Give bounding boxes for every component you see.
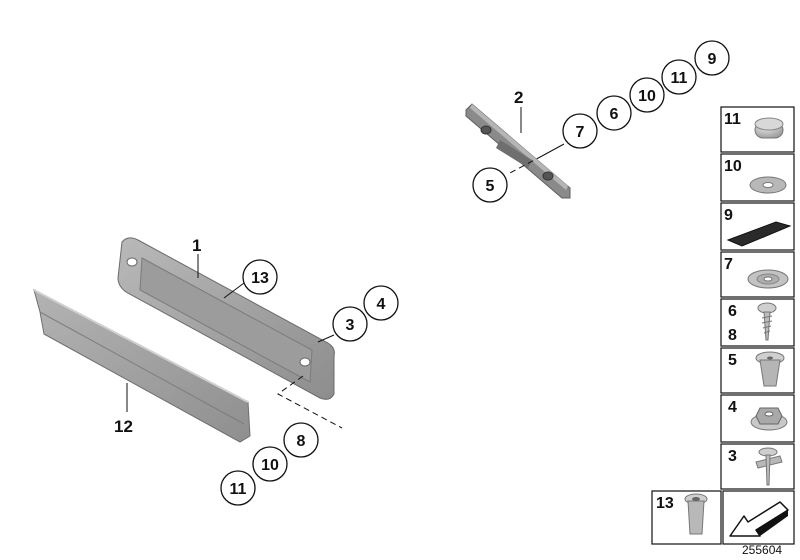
callout-6: 6 (596, 95, 632, 131)
svg-text:4: 4 (377, 296, 386, 313)
legend-cell-3[interactable]: 3 (720, 443, 795, 490)
legend-cell-6-8[interactable]: 6 8 (720, 298, 795, 347)
svg-text:3: 3 (728, 448, 737, 465)
callout-5: 5 (472, 167, 508, 203)
flat-washer-icon (747, 269, 789, 289)
svg-text:10: 10 (724, 158, 742, 175)
legend-cell-5[interactable]: 5 (720, 347, 795, 394)
direction-arrow-icon (729, 501, 789, 537)
expanding-nut-icon (755, 351, 785, 387)
svg-text:6: 6 (728, 303, 737, 320)
mounting-hole-left (126, 257, 138, 267)
foam-pad-icon (726, 221, 792, 247)
diagram-reference-number: 255604 (742, 543, 782, 557)
svg-text:5: 5 (486, 178, 495, 195)
callout-10-upper: 10 (629, 77, 665, 113)
rivet-nut-icon (684, 493, 708, 535)
callout-4: 4 (363, 285, 399, 321)
part-label-12: 12 (114, 417, 133, 436)
fastener-axis-upper (507, 155, 543, 175)
leader-line-7 (541, 143, 565, 157)
fastener-axis-lower (277, 375, 343, 429)
svg-text:11: 11 (724, 111, 741, 128)
clip-screw-icon (755, 447, 783, 486)
svg-text:9: 9 (724, 207, 733, 224)
svg-text:13: 13 (656, 495, 674, 512)
mounting-hole-right (299, 357, 311, 367)
svg-text:7: 7 (576, 124, 585, 141)
callout-8: 8 (283, 422, 319, 458)
callout-13: 13 (242, 259, 278, 295)
callout-11-lower: 11 (220, 470, 256, 506)
washer-icon (749, 176, 787, 194)
trim-strip-part-12[interactable] (33, 289, 251, 443)
hex-nut-icon (750, 407, 788, 431)
part-label-2: 2 (514, 88, 523, 107)
svg-text:4: 4 (728, 399, 737, 416)
plate-holder-part-2[interactable] (465, 103, 571, 199)
svg-text:9: 9 (708, 51, 717, 68)
legend-cell-10[interactable]: 10 (720, 153, 795, 202)
svg-text:8: 8 (728, 327, 737, 344)
callout-11-upper: 11 (661, 59, 697, 95)
callout-3: 3 (332, 306, 368, 342)
part-label-1: 1 (192, 236, 201, 255)
callout-10-lower: 10 (252, 446, 288, 482)
svg-text:10: 10 (261, 457, 279, 474)
svg-text:7: 7 (724, 256, 733, 273)
cap-icon (754, 117, 784, 139)
svg-text:10: 10 (638, 88, 656, 105)
legend-cell-13[interactable]: 13 (651, 490, 722, 545)
legend-cell-9[interactable]: 9 (720, 202, 795, 251)
self-tapping-screw-icon (757, 302, 777, 341)
leader-line-13 (223, 282, 245, 299)
svg-text:6: 6 (610, 106, 619, 123)
callout-9: 9 (694, 40, 730, 76)
legend-cell-11[interactable]: 11 (720, 106, 795, 153)
svg-text:13: 13 (251, 270, 269, 287)
leader-line-3 (317, 334, 335, 343)
legend-cell-7[interactable]: 7 (720, 251, 795, 298)
parts-legend: 11 10 9 7 (651, 106, 795, 545)
callout-7: 7 (562, 113, 598, 149)
legend-cell-4[interactable]: 4 (720, 394, 795, 443)
legend-cell-direction (722, 490, 795, 545)
svg-text:11: 11 (671, 70, 688, 87)
svg-text:8: 8 (297, 433, 306, 450)
svg-text:11: 11 (230, 481, 247, 498)
svg-text:3: 3 (346, 317, 355, 334)
svg-text:5: 5 (728, 352, 737, 369)
license-plate-bracket-part-1[interactable] (117, 237, 335, 400)
